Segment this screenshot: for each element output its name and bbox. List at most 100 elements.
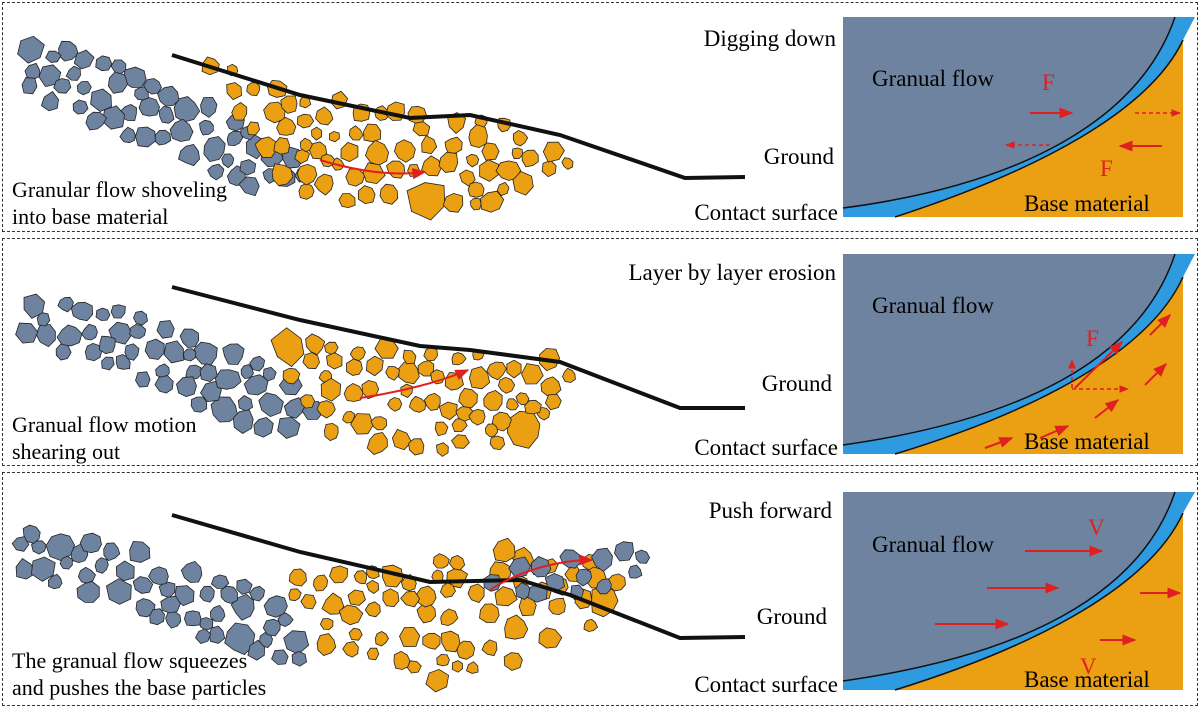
flow-particle <box>634 549 651 564</box>
base-particle <box>328 130 340 143</box>
base-particle <box>412 121 431 137</box>
title-2: Layer by layer erosion <box>628 260 836 285</box>
flow-particle <box>180 560 203 583</box>
base-particle <box>294 148 310 164</box>
base-particle <box>353 570 368 585</box>
base-particle <box>489 435 506 451</box>
flow-particle <box>72 99 89 115</box>
base-label-3: Base material <box>1024 667 1150 692</box>
flow-particle <box>11 536 30 552</box>
force-arrow-2d <box>1149 314 1171 336</box>
base-particle <box>305 333 326 356</box>
flow-particle <box>55 343 72 361</box>
flow-particle <box>262 366 277 382</box>
flow-particle <box>31 540 47 555</box>
flow-particle <box>101 356 115 371</box>
base-particle <box>436 653 450 667</box>
flow-particle <box>232 409 254 434</box>
base-particle <box>398 361 420 385</box>
base-particle <box>343 382 364 402</box>
flow-particle <box>59 555 73 570</box>
flow-particle <box>70 301 94 322</box>
base-particle <box>538 627 563 649</box>
flow-particle <box>199 119 214 136</box>
base-particle <box>459 169 476 187</box>
flow-particle <box>200 96 218 118</box>
base-label-2: Base material <box>1024 429 1150 454</box>
base-particle <box>479 603 500 624</box>
base-region-1 <box>895 40 1183 217</box>
base-particle <box>506 359 522 379</box>
flow-particle <box>209 605 226 622</box>
ground-label-3: Ground <box>757 604 828 629</box>
flow-particle <box>135 126 156 148</box>
base-particle <box>504 614 529 640</box>
base-particle <box>423 392 441 411</box>
base-particle <box>297 113 315 129</box>
base-particle <box>449 554 466 571</box>
base-particle <box>288 588 302 602</box>
base-particle <box>444 136 463 155</box>
flow-particle <box>76 581 100 603</box>
base-particle <box>365 355 384 377</box>
base-particle <box>386 160 406 179</box>
base-particle <box>451 352 467 366</box>
base-particle <box>408 438 425 456</box>
base-particle <box>300 394 316 409</box>
base-particle <box>400 590 421 608</box>
base-particle <box>422 632 441 650</box>
base-particle <box>542 141 565 163</box>
base-particle <box>467 181 485 198</box>
base-particle <box>497 376 516 394</box>
base-particle <box>512 129 529 147</box>
flow-particle <box>163 340 184 364</box>
base-particle <box>402 349 417 365</box>
ground-line-2 <box>171 285 745 410</box>
base-particle <box>468 408 486 426</box>
particles-flow-2 <box>15 293 325 439</box>
base-particle <box>451 660 464 673</box>
base-particle <box>298 182 315 200</box>
flow-particle <box>220 585 238 604</box>
flow-particle <box>135 371 151 388</box>
flow-particle <box>129 324 147 339</box>
base-particle <box>273 137 291 155</box>
contact-label-3: Contact surface <box>694 672 838 697</box>
flow-particle <box>22 524 41 544</box>
base-particle <box>486 361 507 381</box>
flow-particle <box>262 618 281 637</box>
flow-particle <box>174 585 195 607</box>
base-particle <box>483 389 503 411</box>
base-particle <box>524 399 542 415</box>
base-particle <box>439 582 456 598</box>
flow-particle <box>165 611 182 629</box>
flow-particle <box>35 324 56 348</box>
base-particle <box>544 393 562 411</box>
flow-particle <box>124 343 140 361</box>
flow-particle <box>595 578 612 595</box>
force-arrow-2g <box>1039 425 1070 439</box>
base-particle <box>484 423 499 437</box>
flow-particle <box>134 86 149 101</box>
flow-particle <box>210 396 239 423</box>
flow-particle <box>193 341 218 366</box>
contact-label-2: Contact surface <box>694 435 838 460</box>
flow-particle <box>169 118 194 142</box>
force-label-1a: F <box>1042 70 1055 95</box>
base-particle <box>423 346 438 362</box>
caption-3-line-1: The granual flow squeezes <box>12 648 247 673</box>
flow-particle <box>45 533 76 562</box>
base-particle <box>350 413 374 435</box>
base-particle <box>468 124 488 149</box>
velocity-label-3a: V <box>1088 515 1105 540</box>
base-particle <box>511 147 523 160</box>
flow-particle <box>559 549 581 569</box>
flow-particle <box>157 85 180 107</box>
flow-particle <box>158 106 175 124</box>
caption-1-line-1: Granular flow shoveling <box>12 177 227 202</box>
flow-particle <box>15 322 39 344</box>
flow-particle <box>178 144 201 167</box>
caption-1-line-2: into base material <box>12 204 168 229</box>
base-particle <box>481 142 500 161</box>
base-particle <box>480 190 505 213</box>
